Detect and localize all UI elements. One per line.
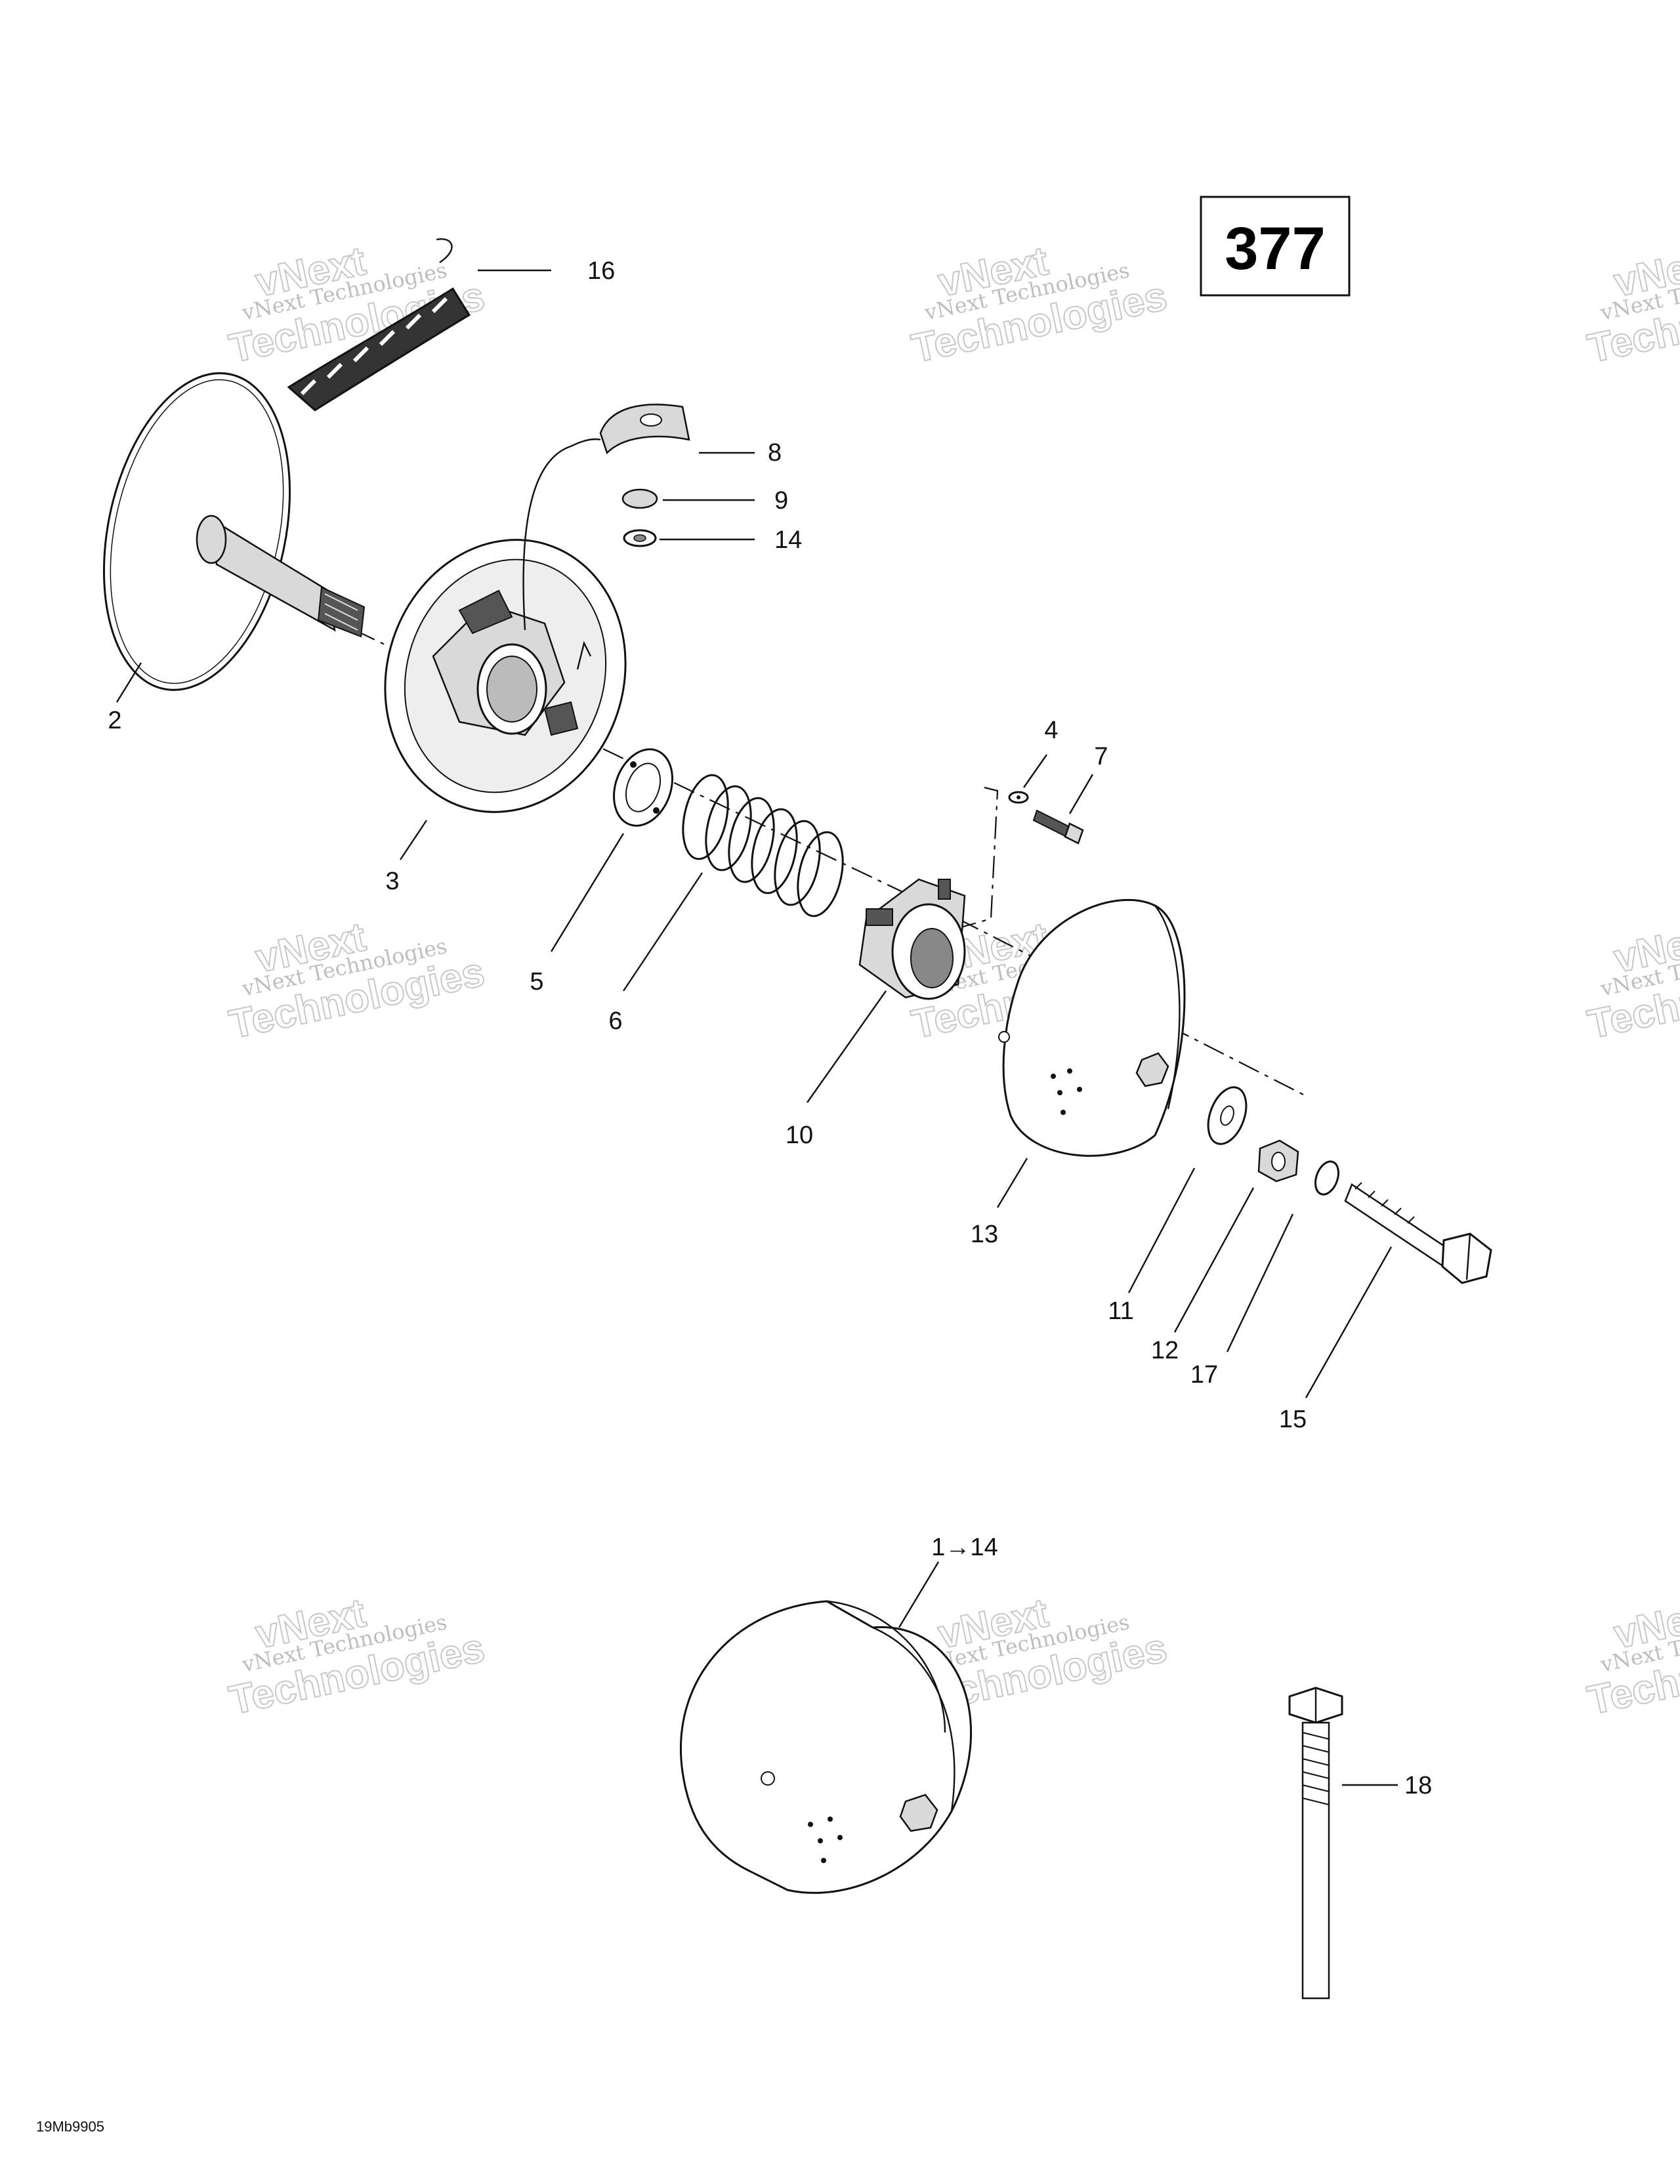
watermark: vNext vNext Technologies Technologies [1584,914,1680,1048]
leader-lines [116,269,1398,1786]
callout-2: 2 [108,707,121,734]
movable-sheave-part [384,445,627,813]
watermark: vNext vNext Technologies Technologies [1584,1589,1680,1724]
page-number-box: 377 [1200,196,1351,297]
watermark: vNext vNext Technologies Technologies [225,1589,490,1724]
callout-6: 6 [608,1007,622,1035]
callouts: 16 8 9 14 2 3 4 7 5 6 10 13 11 12 17 15 … [108,257,1432,1799]
callout-17: 17 [1190,1361,1218,1389]
callout-18: 18 [1404,1772,1432,1799]
socket-screw-part [1032,809,1084,845]
callout-15: 15 [1279,1406,1307,1433]
lock-washer-part [1314,1160,1339,1196]
large-washer-part [1207,1086,1248,1145]
watermark: vNext vNext Technologies Technologies [908,238,1172,372]
long-bolt-part [1288,1687,1343,2000]
screw-washer-part [1008,791,1029,804]
fixed-sheave-part [102,372,366,691]
spider-part [858,878,966,1000]
callout-4: 4 [1044,717,1058,744]
screw-axis [944,786,999,933]
cam-plate-part [613,748,673,827]
nut-part [1257,1139,1299,1183]
callout-12: 12 [1151,1337,1179,1364]
watermark: vNext vNext Technologies Technologies [225,914,490,1048]
drawing-code: 19Mb9905 [36,2118,104,2135]
button-part [621,488,658,509]
callout-7: 7 [1094,743,1108,770]
watermarks: vNext vNext Technologies Technologies vN… [225,238,1680,1724]
page-number: 377 [1225,215,1326,282]
assembled-pulley-part [679,1600,972,1894]
spring-part [682,774,844,917]
bolt-part [1344,1182,1492,1284]
drive-belt-part [287,238,471,411]
watermark: vNext vNext Technologies Technologies [1584,238,1680,372]
callout-9: 9 [774,487,788,514]
callout-14: 14 [774,526,802,554]
callout-11: 11 [1108,1297,1133,1325]
callout-16: 16 [587,257,615,285]
small-washer-part [623,529,657,547]
cover-part [998,899,1186,1157]
slider-shoe-part [570,404,690,455]
callout-1-to-14: 1→14 [931,1534,998,1561]
callout-13: 13 [971,1221,998,1248]
callout-3: 3 [385,868,399,895]
callout-10: 10 [786,1122,813,1149]
callout-5: 5 [530,968,543,996]
callout-8: 8 [768,439,782,467]
